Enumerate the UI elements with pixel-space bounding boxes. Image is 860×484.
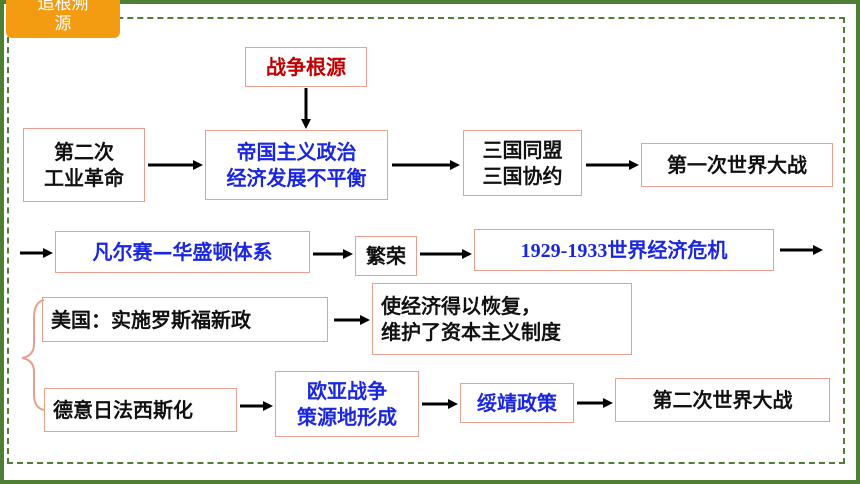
- imbalance-line1: 帝国主义政治: [236, 140, 357, 164]
- fascism-box: 德意日法西斯化: [44, 388, 237, 432]
- ww1-box: 第一次世界大战: [641, 143, 833, 187]
- alliances-line1: 三国同盟: [482, 138, 563, 162]
- industrial-revolution-box: 第二次 工业革命: [23, 128, 145, 202]
- usa-result-line2: 维护了资本主义制度: [381, 320, 561, 344]
- war-sources-box: 欧亚战争 策源地形成: [275, 371, 419, 437]
- prosperity-box: 繁荣: [355, 236, 417, 276]
- usa-result-box: 使经济得以恢复， 维护了资本主义制度: [372, 283, 632, 355]
- fascism-label: 德意日法西斯化: [53, 398, 193, 422]
- usa-new-deal-label: 美国：实施罗斯福新政: [51, 307, 251, 332]
- ww1-label: 第一次世界大战: [667, 153, 807, 177]
- section-tag: 追根溯 源: [6, 0, 120, 38]
- economic-crisis-box: 1929-1933世界经济危机: [474, 229, 774, 271]
- crisis-years: 1929-1933: [520, 239, 608, 262]
- industrial-line2: 工业革命: [44, 166, 124, 190]
- prosperity-label: 繁荣: [366, 244, 406, 268]
- versailles-system-box: 凡尔赛—华盛顿体系: [55, 231, 310, 273]
- imbalance-line2: 经济发展不平衡: [226, 166, 367, 190]
- uneven-development-box: 帝国主义政治 经济发展不平衡: [205, 130, 388, 200]
- usa-new-deal-box: 美国：实施罗斯福新政: [42, 297, 328, 342]
- industrial-line1: 第二次: [54, 140, 114, 164]
- war-root-label: 战争根源: [266, 55, 346, 79]
- versailles-label: 凡尔赛—华盛顿体系: [92, 240, 273, 264]
- branch-brace: [21, 299, 45, 411]
- alliances-line2: 三国协约: [482, 164, 563, 188]
- dashed-content-border: [7, 17, 845, 464]
- ww2-box: 第二次世界大战: [615, 378, 830, 422]
- section-tag-line2: 源: [54, 14, 72, 34]
- war-sources-line1: 欧亚战争: [307, 379, 387, 403]
- war-root-box: 战争根源: [245, 47, 367, 87]
- alliances-box: 三国同盟 三国协约: [463, 130, 582, 196]
- crisis-text: 世界经济危机: [607, 237, 728, 262]
- appeasement-box: 绥靖政策: [460, 383, 574, 423]
- war-sources-line2: 策源地形成: [297, 405, 397, 429]
- economic-crisis-label: 1929-1933世界经济危机: [521, 237, 728, 264]
- usa-result-line1: 使经济得以恢复，: [381, 294, 541, 318]
- section-tag-line1: 追根溯: [37, 0, 89, 14]
- appeasement-label: 绥靖政策: [477, 391, 557, 415]
- ww2-label: 第二次世界大战: [652, 388, 793, 412]
